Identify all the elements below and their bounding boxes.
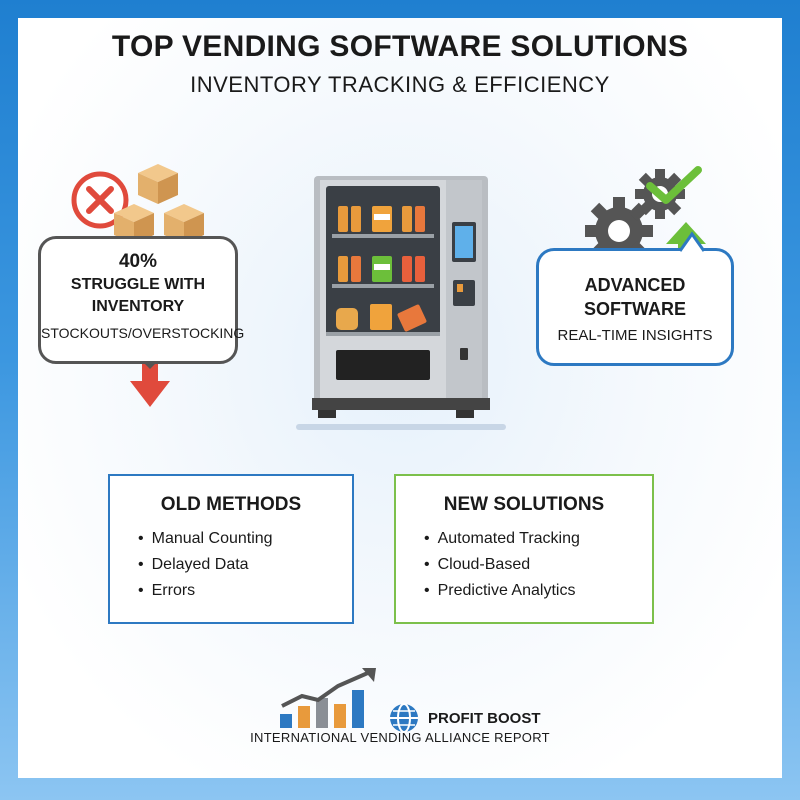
checkmark-icon bbox=[646, 166, 702, 204]
bubble-tail bbox=[678, 231, 706, 252]
new-solutions-panel: NEW SOLUTIONS Automated Tracking Cloud-B… bbox=[394, 474, 654, 624]
list-item: Automated Tracking bbox=[424, 530, 652, 548]
cardboard-box-icon bbox=[138, 164, 178, 204]
new-solutions-title: NEW SOLUTIONS bbox=[443, 494, 605, 515]
old-methods-list: Manual Counting Delayed Data Errors bbox=[110, 530, 352, 600]
list-item: Manual Counting bbox=[138, 530, 352, 548]
vending-machine-icon bbox=[296, 176, 506, 430]
software-bubble: ADVANCED SOFTWARE REAL-TIME INSIGHTS bbox=[536, 248, 734, 366]
stat-line-2: INVENTORY bbox=[91, 298, 185, 315]
page-subtitle: INVENTORY TRACKING & EFFICIENCY bbox=[190, 72, 610, 97]
footer-source: INTERNATIONAL VENDING ALLIANCE REPORT bbox=[250, 730, 550, 745]
stat-bubble: 40% STRUGGLE WITH INVENTORY STOCKOUTS/OV… bbox=[38, 236, 245, 364]
old-methods-panel: OLD METHODS Manual Counting Delayed Data… bbox=[108, 474, 354, 624]
list-item: Predictive Analytics bbox=[424, 582, 652, 600]
stat-percent: 40% bbox=[118, 251, 158, 272]
globe-icon bbox=[390, 703, 418, 733]
software-line-2: SOFTWARE bbox=[584, 299, 686, 319]
stat-detail: STOCKOUTS/OVERSTOCKING bbox=[41, 325, 245, 341]
list-item: Delayed Data bbox=[138, 556, 352, 574]
software-detail: REAL-TIME INSIGHTS bbox=[557, 327, 713, 344]
x-circle-icon bbox=[71, 171, 129, 229]
list-item: Errors bbox=[138, 582, 352, 600]
page-title: TOP VENDING SOFTWARE SOLUTIONS bbox=[111, 30, 689, 63]
software-line-1: ADVANCED bbox=[584, 275, 686, 295]
new-solutions-list: Automated Tracking Cloud-Based Predictiv… bbox=[396, 530, 652, 600]
brand-name: PROFIT BOOST bbox=[428, 710, 541, 727]
growth-chart-icon bbox=[280, 668, 376, 728]
old-methods-title: OLD METHODS bbox=[160, 494, 302, 515]
stat-line-1: STRUGGLE WITH bbox=[70, 276, 206, 293]
list-item: Cloud-Based bbox=[424, 556, 652, 574]
